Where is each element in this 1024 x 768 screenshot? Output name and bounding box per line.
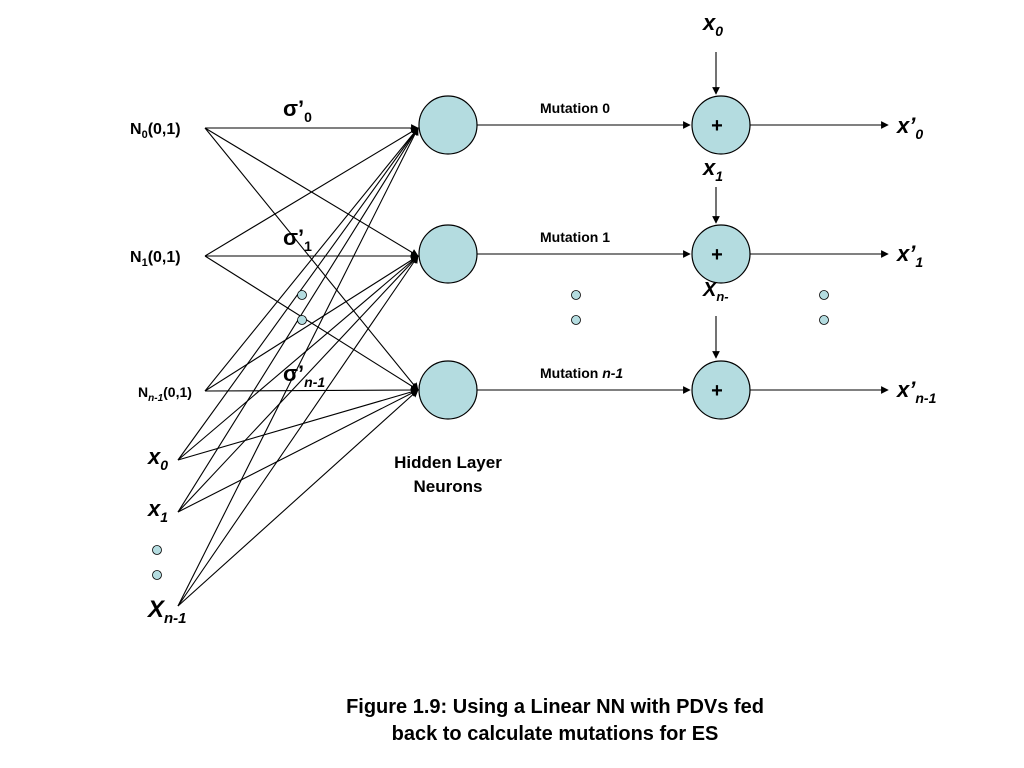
ellipsis-dot [571,290,581,300]
mutation-label-1: Mutation 1 [540,229,610,245]
ellipsis-dot [819,290,829,300]
adder-plus-n-1: + [711,380,723,402]
ellipsis-dots [152,290,829,580]
mutation-label-0: Mutation 0 [540,100,610,116]
mutation-label-n-1: Mutation n-1 [540,365,623,381]
hidden-layer-label-line2: Neurons [414,477,483,496]
input-label-nn-1: Nn-1(0,1) [138,384,192,404]
ellipsis-dot [571,315,581,325]
output-label-0: x’0 [896,113,923,142]
input-edge [177,255,419,513]
input-label-n1: N1(0,1) [130,249,181,269]
input-label-x0: x0 [147,444,168,473]
hidden-neuron-n-1 [418,360,478,420]
sigma-label-n-1: σ’n-1 [283,361,325,390]
hidden-layer-label-line1: Hidden Layer [394,453,502,472]
ellipsis-dot [819,315,829,325]
ellipsis-dot [297,315,307,325]
input-edge [177,388,419,461]
adder-input-label-xn: Xn- [702,279,729,304]
sigma-label-0: σ’0 [283,96,312,125]
output-label-n-1: x’n-1 [896,377,937,406]
input-edge [177,389,419,513]
adder-input-label-x1: x1 [702,155,723,184]
input-edge [204,386,419,394]
input-edge [177,255,419,461]
hidden-neuron-1 [418,224,478,284]
ellipsis-dot [152,545,162,555]
input-edge [204,255,419,392]
output-label-1: x’1 [896,241,923,270]
input-edge [204,127,419,257]
input-edge [177,255,419,607]
adder-plus-0: + [711,115,723,137]
adder-layer: + + + [691,95,751,420]
input-label-n0: N0(0,1) [130,121,181,141]
ellipsis-dot [297,290,307,300]
adder-node-0 [691,95,751,155]
input-edge [204,127,419,392]
input-edge [177,389,419,607]
adder-node-n-1 [691,360,751,420]
figure-caption-line2: back to calculate mutations for ES [392,723,719,745]
input-label-x1: x1 [147,496,168,525]
figure-caption-line1: Figure 1.9: Using a Linear NN with PDVs … [346,696,764,718]
hidden-neuron-0 [418,95,478,155]
input-label-xn-1: Xn-1 [146,596,187,627]
adder-input-label-x0: x0 [702,10,723,39]
hidden-layer [418,95,478,420]
sigma-label-1: σ’1 [283,225,312,254]
adder-node-1 [691,224,751,284]
adder-plus-1: + [711,244,723,266]
ellipsis-dot [152,570,162,580]
mutation-flow-edges [477,52,889,394]
input-edge [177,127,419,607]
